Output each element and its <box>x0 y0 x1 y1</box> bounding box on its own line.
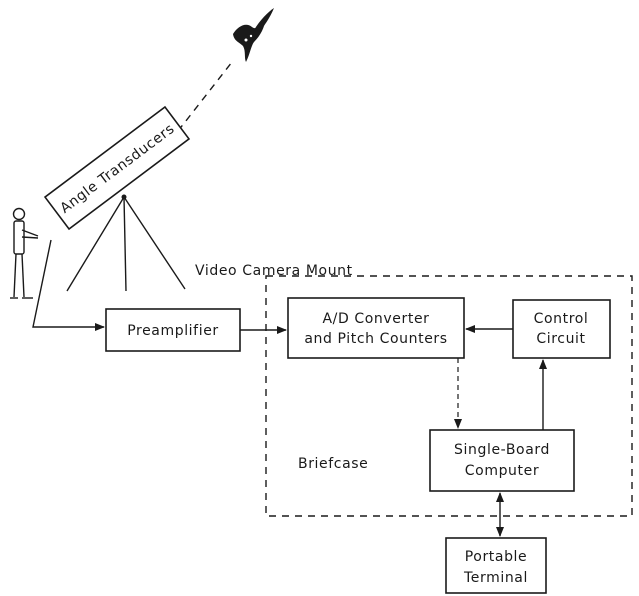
preamplifier-label: Preamplifier <box>127 323 219 339</box>
terminal-box <box>445 537 547 594</box>
computer-label-line1: Single-Board <box>454 442 550 458</box>
control-circuit-label-line1: Control <box>534 311 589 327</box>
camera-mount-tripod <box>66 194 186 292</box>
bird-icon <box>233 8 274 62</box>
person-icon <box>10 207 39 299</box>
control-circuit-label-line2: Circuit <box>536 331 585 347</box>
computer-box <box>429 429 575 492</box>
angle-transducers-label: Angle Transducers <box>57 121 177 217</box>
camera-mount-label: Video Camera Mount <box>195 263 353 279</box>
computer-label-line2: Computer <box>465 463 539 479</box>
sight-line <box>177 61 233 132</box>
ad-converter-box <box>287 297 465 359</box>
ad-converter-label-line1: A/D Converter <box>322 311 429 327</box>
angle-transducers-box: Angle Transducers <box>43 105 191 231</box>
ad-converter-label-line2: and Pitch Counters <box>304 331 447 347</box>
signal-cable <box>32 239 105 331</box>
terminal-label-line1: Portable <box>465 549 528 565</box>
control-circuit-box <box>512 299 611 359</box>
briefcase-boundary <box>265 275 633 517</box>
briefcase-label: Briefcase <box>298 456 368 472</box>
terminal-label-line2: Terminal <box>463 570 528 586</box>
